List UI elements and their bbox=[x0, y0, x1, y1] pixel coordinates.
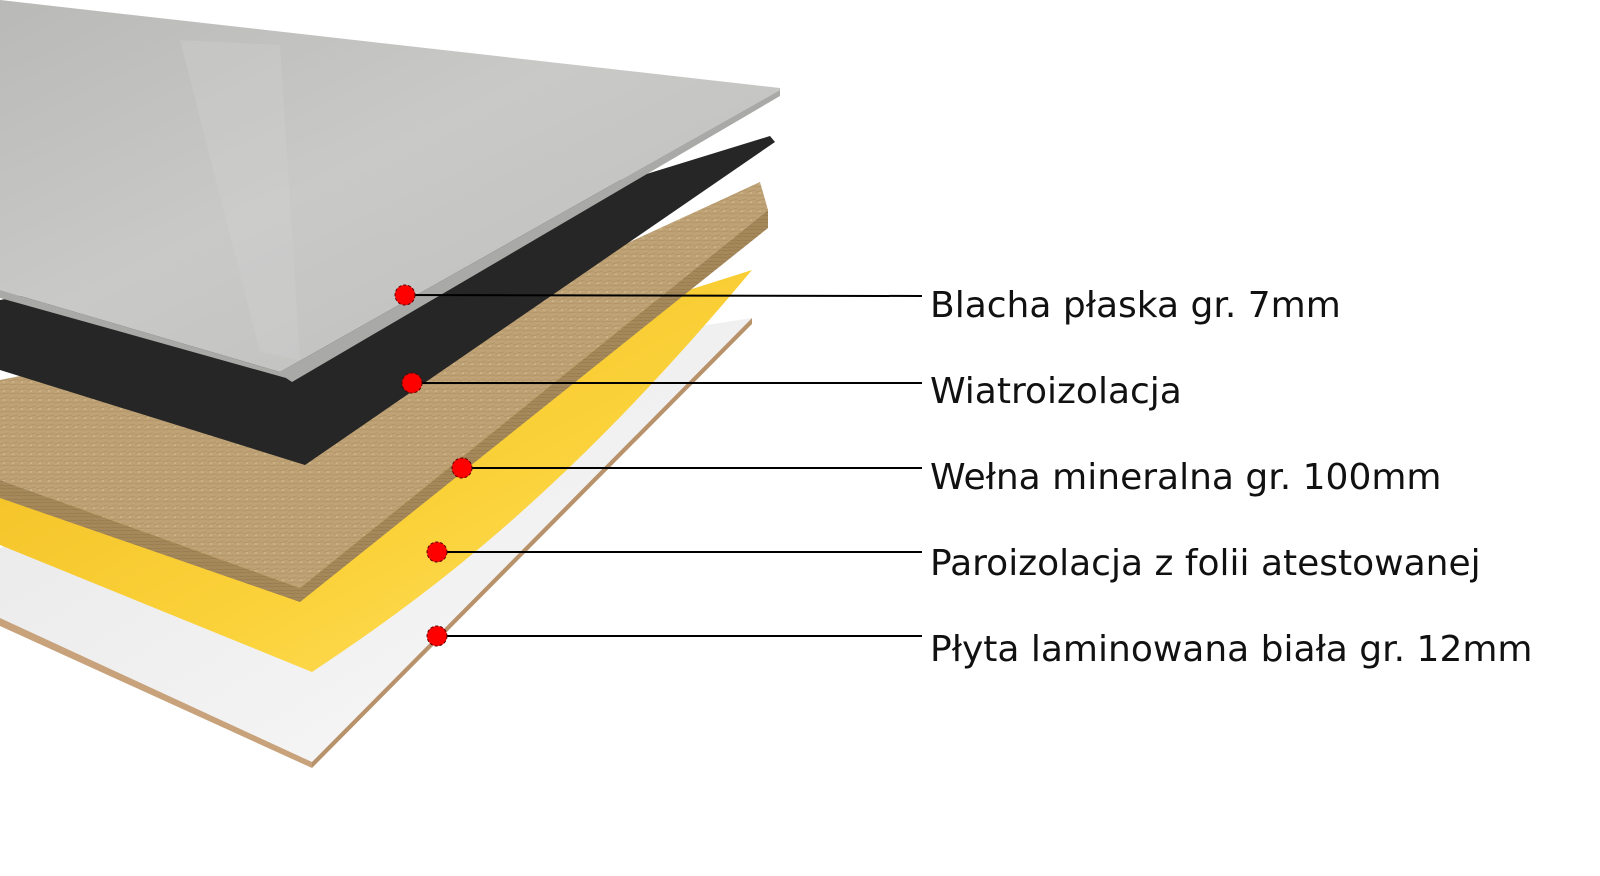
label-vapor-barrier: Paroizolacja z folii atestowanej bbox=[930, 543, 1481, 584]
sheet-metal-layer bbox=[0, 0, 780, 382]
sheet-metal-highlight bbox=[180, 40, 300, 360]
mineral-wool-side-face bbox=[300, 210, 768, 602]
label-mineral-wool: Wełna mineralna gr. 100mm bbox=[930, 457, 1442, 498]
marker-sheet-metal bbox=[394, 284, 416, 306]
sheet-metal-edge bbox=[0, 90, 780, 382]
leader-line-sheet-metal bbox=[404, 294, 923, 297]
sheet-metal-top bbox=[0, 0, 780, 372]
laminated-board-edge bbox=[0, 618, 312, 768]
marker-laminated-board bbox=[426, 625, 448, 647]
callouts bbox=[394, 284, 923, 647]
marker-mineral-wool bbox=[451, 457, 473, 479]
label-sheet-metal: Blacha płaska gr. 7mm bbox=[930, 285, 1341, 326]
mineral-wool-front-face bbox=[0, 480, 300, 602]
laminated-board-side-edge bbox=[312, 318, 752, 768]
marker-wind-barrier bbox=[401, 372, 423, 394]
label-laminated-board: Płyta laminowana biała gr. 12mm bbox=[930, 629, 1533, 670]
marker-vapor-barrier bbox=[426, 541, 448, 563]
label-wind-barrier: Wiatroizolacja bbox=[930, 371, 1182, 412]
